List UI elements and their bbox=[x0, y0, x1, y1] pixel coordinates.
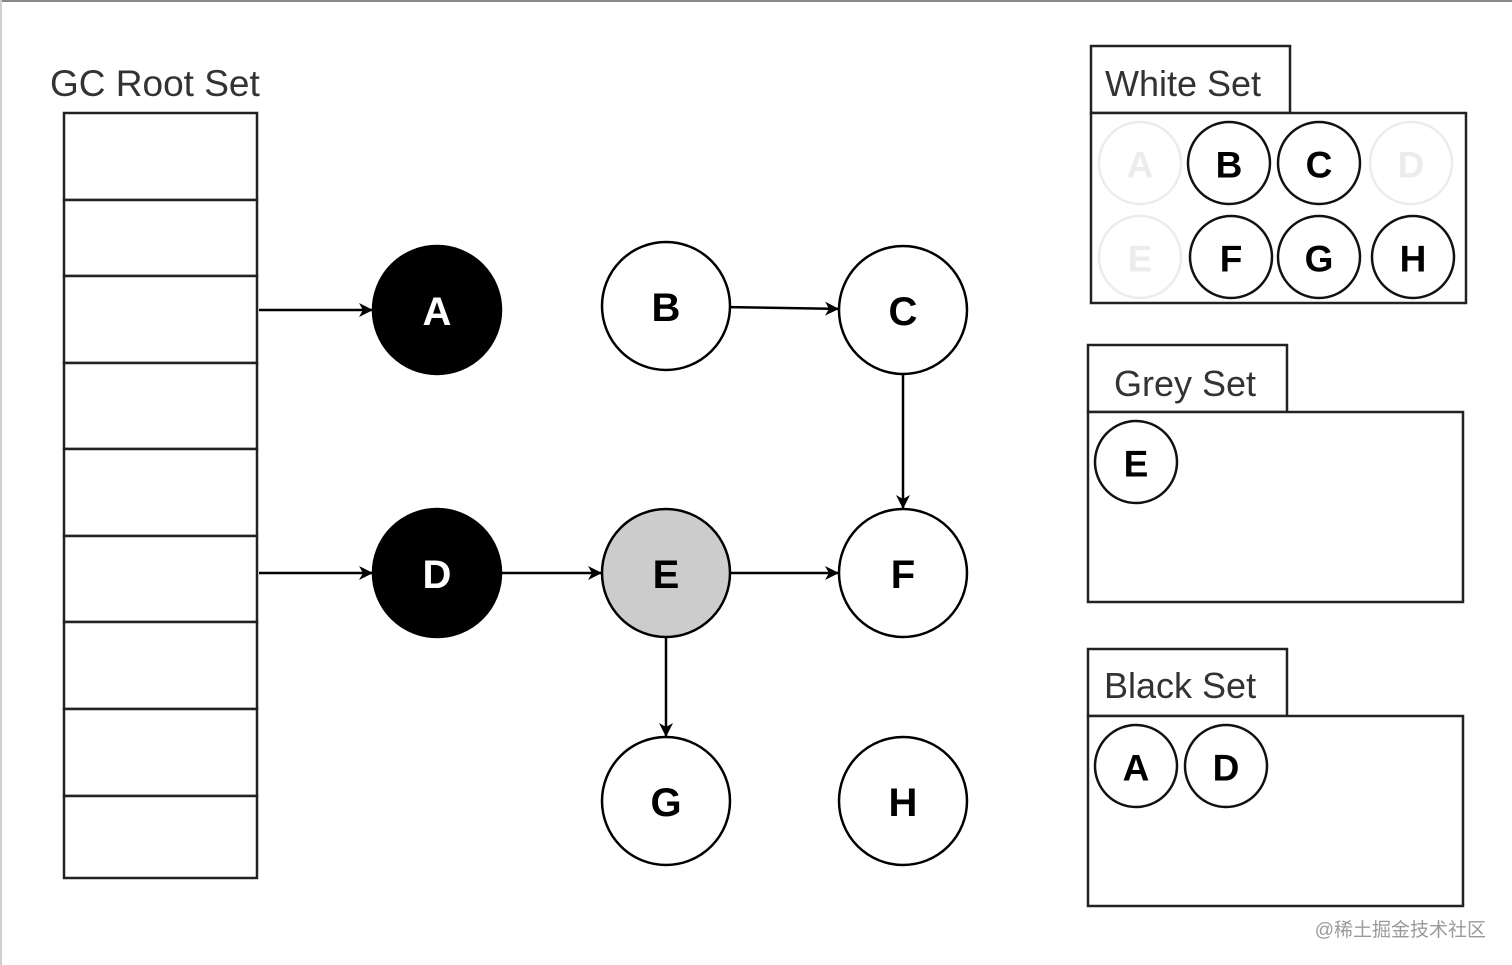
root-slot-9 bbox=[62, 794, 259, 880]
edge-B-to-C bbox=[729, 301, 840, 316]
node-g-circle bbox=[600, 735, 732, 867]
top-border-line bbox=[0, 0, 1512, 2]
left-border-line bbox=[0, 0, 2, 965]
node-a: A bbox=[371, 244, 503, 376]
node-f: F bbox=[837, 507, 969, 639]
white-set-item-c-label: C bbox=[1306, 145, 1333, 186]
white-set-item-c: C bbox=[1276, 120, 1362, 206]
grey-set-item-e: E bbox=[1093, 419, 1179, 505]
node-e: E bbox=[600, 507, 732, 639]
white-set: White Set A B C D E F G H bbox=[1089, 44, 1468, 305]
white-set-item-a-circle bbox=[1097, 120, 1183, 206]
white-set-item-d-label: D bbox=[1398, 145, 1425, 186]
white-set-item-e: E bbox=[1097, 214, 1183, 300]
black-set-item-a: A bbox=[1093, 723, 1179, 809]
white-set-item-f-label: F bbox=[1220, 239, 1243, 280]
root-slot-7 bbox=[62, 620, 259, 711]
gc-root-set: GC Root Set bbox=[50, 63, 260, 880]
grey-set-item-e-label: E bbox=[1124, 444, 1149, 485]
gc-root-set-title: GC Root Set bbox=[50, 63, 260, 104]
white-set-item-f: F bbox=[1188, 214, 1274, 300]
object-nodes: A B C D E F G H bbox=[371, 240, 969, 867]
node-c-circle bbox=[837, 244, 969, 376]
grey-set-item-e-circle bbox=[1093, 419, 1179, 505]
white-set-item-g: G bbox=[1276, 214, 1362, 300]
grey-set-tab bbox=[1086, 343, 1289, 414]
white-set-item-a: A bbox=[1097, 120, 1183, 206]
node-b-label: B bbox=[652, 286, 681, 330]
node-c: C bbox=[837, 244, 969, 376]
black-set-item-d: D bbox=[1183, 723, 1269, 809]
white-set-item-b: B bbox=[1186, 120, 1272, 206]
white-set-item-a-label: A bbox=[1127, 145, 1154, 186]
white-set-item-e-circle bbox=[1097, 214, 1183, 300]
node-e-label: E bbox=[653, 553, 680, 597]
reference-edges bbox=[259, 301, 910, 737]
black-set-title: Black Set bbox=[1104, 665, 1256, 706]
node-e-circle bbox=[600, 507, 732, 639]
black-set-item-a-circle bbox=[1093, 723, 1179, 809]
white-set-item-h: H bbox=[1370, 214, 1456, 300]
node-d-circle bbox=[371, 507, 503, 639]
white-set-item-e-label: E bbox=[1128, 239, 1153, 280]
node-a-label: A bbox=[423, 290, 452, 334]
watermark-text: @稀土掘金技术社区 bbox=[1315, 919, 1486, 941]
grey-set-title: Grey Set bbox=[1114, 363, 1256, 404]
node-b-circle bbox=[600, 240, 732, 372]
root-slot-1 bbox=[62, 111, 259, 202]
white-set-title: White Set bbox=[1105, 63, 1261, 104]
white-set-item-b-label: B bbox=[1216, 145, 1243, 186]
white-set-item-b-circle bbox=[1186, 120, 1272, 206]
grey-set-items: E bbox=[1093, 419, 1179, 505]
grey-set: Grey Set E bbox=[1086, 343, 1465, 604]
node-g-label: G bbox=[650, 781, 681, 825]
white-set-item-d: D bbox=[1368, 120, 1454, 206]
root-slot-6 bbox=[62, 534, 259, 624]
white-set-item-d-circle bbox=[1368, 120, 1454, 206]
black-set-tab bbox=[1086, 647, 1289, 718]
node-d: D bbox=[371, 507, 503, 639]
white-set-item-f-circle bbox=[1188, 214, 1274, 300]
node-h-circle bbox=[837, 735, 969, 867]
root-slot-2 bbox=[62, 198, 259, 278]
node-f-circle bbox=[837, 507, 969, 639]
white-set-item-h-circle bbox=[1370, 214, 1456, 300]
node-d-label: D bbox=[423, 553, 452, 597]
node-c-label: C bbox=[889, 290, 918, 334]
root-slot-4 bbox=[62, 361, 259, 451]
white-set-item-g-label: G bbox=[1305, 239, 1334, 280]
node-h-label: H bbox=[889, 781, 918, 825]
white-set-item-c-circle bbox=[1276, 120, 1362, 206]
white-set-item-g-circle bbox=[1276, 214, 1362, 300]
node-h: H bbox=[837, 735, 969, 867]
node-b: B bbox=[600, 240, 732, 372]
node-g: G bbox=[600, 735, 732, 867]
white-set-item-h-label: H bbox=[1400, 239, 1427, 280]
black-set-item-d-label: D bbox=[1213, 748, 1240, 789]
root-slot-3 bbox=[62, 274, 259, 365]
black-set-item-d-circle bbox=[1183, 723, 1269, 809]
white-set-items: A B C D E F G H bbox=[1097, 120, 1456, 300]
black-set-item-a-label: A bbox=[1123, 748, 1150, 789]
root-slot-8 bbox=[62, 707, 259, 798]
node-f-label: F bbox=[891, 553, 915, 597]
gc-root-slots bbox=[62, 111, 259, 880]
node-a-circle bbox=[371, 244, 503, 376]
root-slot-5 bbox=[62, 447, 259, 538]
